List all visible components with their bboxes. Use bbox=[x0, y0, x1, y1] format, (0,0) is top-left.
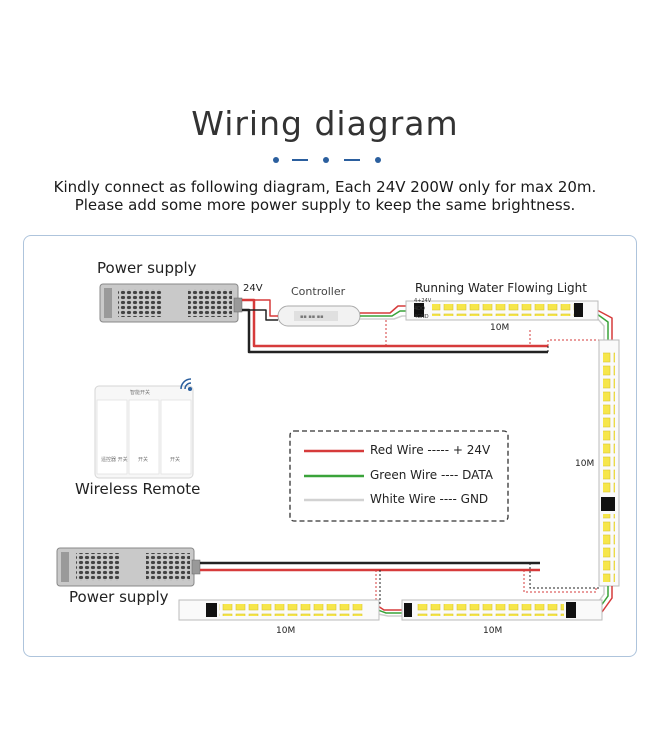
voltage-label: 24V bbox=[243, 283, 263, 294]
power-supply-top-label: Power supply bbox=[97, 259, 197, 277]
power-supply-bottom-label: Power supply bbox=[69, 588, 169, 606]
legend-white-label: White Wire ---- GND bbox=[370, 492, 489, 506]
strip-title-label: Running Water Flowing Light bbox=[415, 281, 587, 295]
controller-label: Controller bbox=[291, 285, 346, 298]
wires-bottom bbox=[200, 561, 613, 617]
instruction-line-1: Kindly connect as following diagram, Eac… bbox=[53, 178, 597, 196]
remote-button-label-3: 开关 bbox=[170, 457, 181, 463]
length-top-label: 10M bbox=[490, 323, 510, 333]
controller: ▪▪ ▪▪ ▪▪ bbox=[277, 305, 361, 327]
wireless-remote-label: Wireless Remote bbox=[75, 480, 201, 498]
legend-red-label: Red Wire ----- + 24V bbox=[370, 443, 491, 457]
wires-top bbox=[242, 298, 613, 354]
led-strip-bottom-right bbox=[401, 599, 603, 621]
page-title: Wiring diagram bbox=[191, 104, 459, 143]
remote-brand-text: 智能开关 bbox=[130, 390, 151, 396]
remote-button-label-2: 开关 bbox=[138, 457, 149, 463]
length-bottom-left-label: 10M bbox=[276, 626, 296, 636]
power-supply-top bbox=[99, 283, 243, 323]
strip-mini-label-1: 4+24V bbox=[414, 298, 432, 304]
led-strip-bottom-left bbox=[178, 599, 380, 621]
strip-mini-label-2: 4DO bbox=[414, 306, 425, 312]
length-right-label: 10M bbox=[575, 459, 595, 469]
legend-box bbox=[289, 430, 509, 522]
instruction-line-2: Please add some more power supply to kee… bbox=[74, 196, 576, 214]
power-supply-bottom bbox=[56, 547, 201, 587]
strip-mini-label-3: 4GND bbox=[414, 314, 429, 320]
led-strip-top bbox=[405, 300, 599, 321]
title-divider bbox=[273, 157, 381, 163]
wifi-signal-icon bbox=[180, 378, 193, 392]
wireless-remote bbox=[94, 385, 194, 479]
legend-green-label: Green Wire ---- DATA bbox=[370, 468, 494, 482]
led-strip-right bbox=[598, 339, 620, 587]
remote-button-label-1: 遥控器 开关 bbox=[101, 457, 128, 463]
svg-text:▪▪ ▪▪ ▪▪: ▪▪ ▪▪ ▪▪ bbox=[300, 314, 324, 320]
length-bottom-right-label: 10M bbox=[483, 626, 503, 636]
